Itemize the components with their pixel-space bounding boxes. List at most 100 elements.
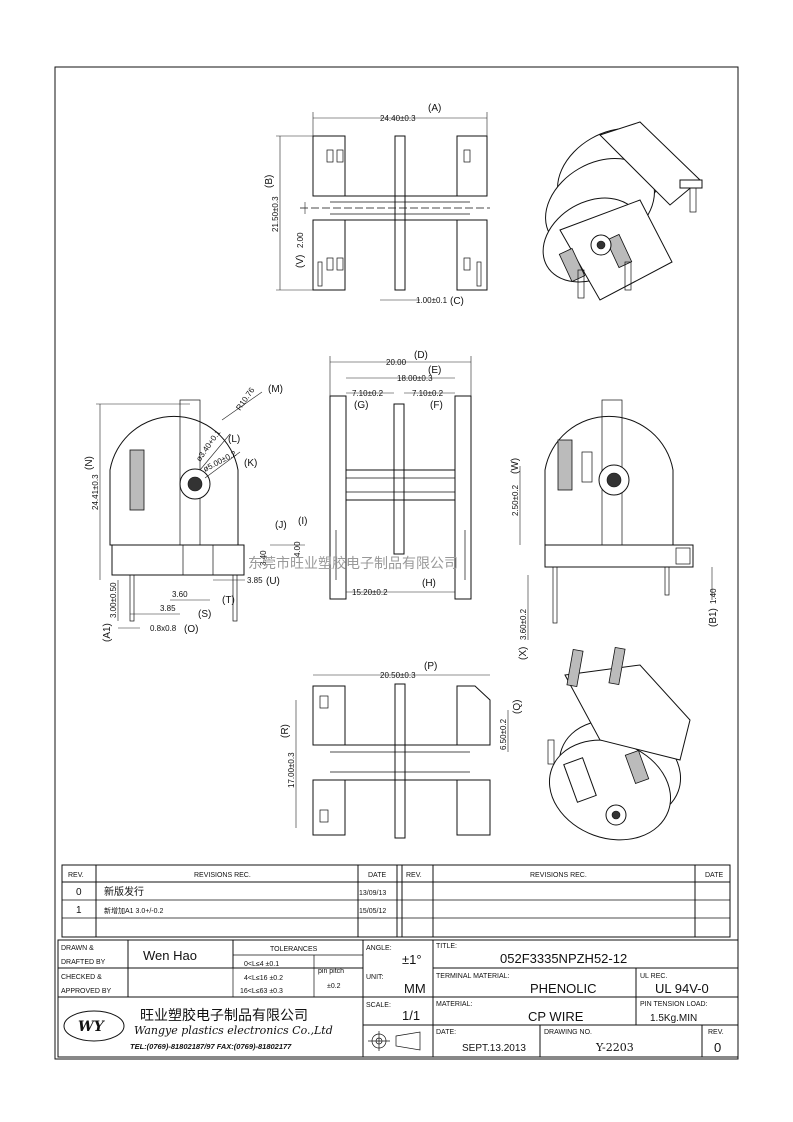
dim-i-value: 4.00 [293,541,302,557]
date-value: SEPT.13.2013 [462,1043,526,1054]
projection-symbol [368,1031,421,1051]
side-view-left: 24.41±0.3 (N) R10.76 (M) ø3.40+0.1 (L) ø… [84,384,307,642]
dim-b1-tag: (B1) [708,608,719,627]
dim-q-tag: (Q) [512,700,523,714]
dim-u-tag: (U) [266,576,280,587]
material-value: CP WIRE [528,1009,584,1024]
dim-e-value: 18.00±0.3 [397,374,433,383]
angle-value: ±1° [402,952,422,967]
tolerance-row-1: 0<L≤4 ±0.1 [244,961,279,968]
dim-c-tag: (C) [450,296,464,307]
terminal-material-label: TERMINAL MATERIAL: [436,973,510,980]
dim-s-tag: (S) [198,609,211,620]
dim-f-value: 7.10±0.2 [412,389,444,398]
revisions-rec-header-left: REVISIONS REC. [194,872,251,879]
company-name-en: Wangye plastics electronics Co.,Ltd [134,1024,333,1037]
dim-g-value: 7.10±0.2 [352,389,384,398]
revisions-rec-header-right: REVISIONS REC. [530,872,587,879]
rev-row-1-rev: 1 [76,905,82,916]
dim-w-value: 2.50±0.2 [511,484,520,516]
dim-q-value: 6.50±0.2 [499,718,508,750]
top-view: 24.40±0.3 (A) 21.50±0.3 (B) 2.00 (V) 1.0… [264,103,490,307]
dim-r-tag: (R) [280,724,291,738]
company-name-cn: 旺业塑胶电子制品有限公司 [140,1007,308,1024]
dim-a1-tag: (A1) [102,623,113,642]
dim-n-value: 24.41±0.3 [91,474,100,510]
revisions-table: REV. REVISIONS REC. DATE REV. REVISIONS … [61,864,731,938]
dim-h-tag: (H) [422,578,436,589]
dim-c-value: 1.00±0.1 [416,296,448,305]
dim-o-tag: (O) [184,624,198,635]
drawing-no-value: Y-2203 [595,1041,634,1054]
pin-tension-label: PIN TENSION LOAD: [640,1001,708,1008]
dim-j-tag: (J) [275,520,287,531]
ul-rec-label: UL REC. [640,973,667,980]
dim-s-value: 3.85 [160,604,176,613]
drafted-label: DRAFTED BY [61,959,106,966]
company-logo: WY [63,1010,125,1042]
dim-a-value: 24.40±0.3 [380,114,416,123]
date-label: DATE: [436,1029,456,1036]
angle-label: ANGLE: [366,945,392,952]
dim-t-value: 3.60 [172,590,188,599]
rev-row-1-date: 15/05/12 [359,908,386,915]
dim-t-tag: (T) [222,595,235,606]
approved-label: APPROVED BY [61,988,112,995]
title-label: TITLE: [436,943,457,950]
checked-label: CHECKED & [61,974,102,981]
dim-v-value: 2.00 [296,232,305,248]
dim-n-tag: (N) [84,456,95,470]
tolerance-row-2: 4<L≤16 ±0.2 [244,975,283,982]
dim-u-value: 3.85 [247,576,263,585]
rev-value: 0 [714,1040,721,1055]
dim-k-tag: (K) [244,458,257,469]
front-view: 20.00 (D) 18.00±0.3 (E) 7.10±0.2 (G) 7.1… [329,350,472,600]
ul-rec-value: UL 94V-0 [655,981,709,996]
isometric-view-top [542,121,703,301]
pin-tension-value: 1.5Kg.MIN [650,1013,697,1024]
material-label: MATERIAL: [436,1001,472,1008]
dim-m-value: R10.76 [234,385,256,412]
rev-header-right: REV. [406,872,422,879]
dim-m-tag: (M) [268,384,283,395]
title-block: DRAWN & DRAFTED BY Wen Hao CHECKED & APP… [57,939,739,1058]
dim-f-tag: (F) [430,400,443,411]
dim-p-tag: (P) [424,661,437,672]
scale-value: 1/1 [402,1008,420,1023]
isometric-view-bottom [547,646,691,841]
dim-d-tag: (D) [414,350,428,361]
rev-label: REV. [708,1029,724,1036]
dim-v-tag: (V) [295,255,306,268]
sheet-border [54,66,739,1060]
side-view-right: 2.50±0.2 (W) 3.60±0.2 (X) 1.40 (B1) [510,399,719,660]
scale-label: SCALE: [366,1002,391,1009]
unit-label: UNIT: [366,974,384,981]
dim-a1-value: 3.00±0.50 [109,582,118,618]
dim-l-tag: (L) [228,434,240,445]
drawn-label: DRAWN & [61,945,94,952]
drafter-name: Wen Hao [143,948,197,963]
dim-d-value: 20.00 [386,358,407,367]
tolerance-row-3: 16<L≤63 ±0.3 [240,988,283,995]
dim-b-value: 21.50±0.3 [271,196,280,232]
title-value: 052F3335NPZH52-12 [500,951,627,966]
dim-p-value: 20.50±0.3 [380,671,416,680]
rev-row-0-text: 新版发行 [104,885,144,898]
rev-row-0-rev: 0 [76,887,82,898]
pin-pitch-label: pin pitch [318,968,344,975]
dim-r-value: 17.00±0.3 [287,752,296,788]
date-header-left: DATE [368,872,386,879]
drawing-no-label: DRAWING NO. [544,1029,592,1036]
terminal-material-value: PHENOLIC [530,981,596,996]
pin-pitch-value: ±0.2 [327,983,341,990]
dim-e-tag: (E) [428,365,441,376]
dim-o-value: 0.8x0.8 [150,624,177,633]
dim-h-value: 15.20±0.2 [352,588,388,597]
dim-x-value: 3.60±0.2 [519,608,528,640]
watermark-text: 东莞市旺业塑胶电子制品有限公司 [248,555,458,572]
rev-row-1-text: 新增加A1 3.0+/-0.2 [104,906,163,915]
unit-value: MM [404,981,426,996]
dim-w-tag: (W) [510,458,521,474]
company-contact: TEL:(0769)-81802187/97 FAX:(0769)-818021… [130,1042,292,1051]
dim-b-tag: (B) [264,175,275,188]
